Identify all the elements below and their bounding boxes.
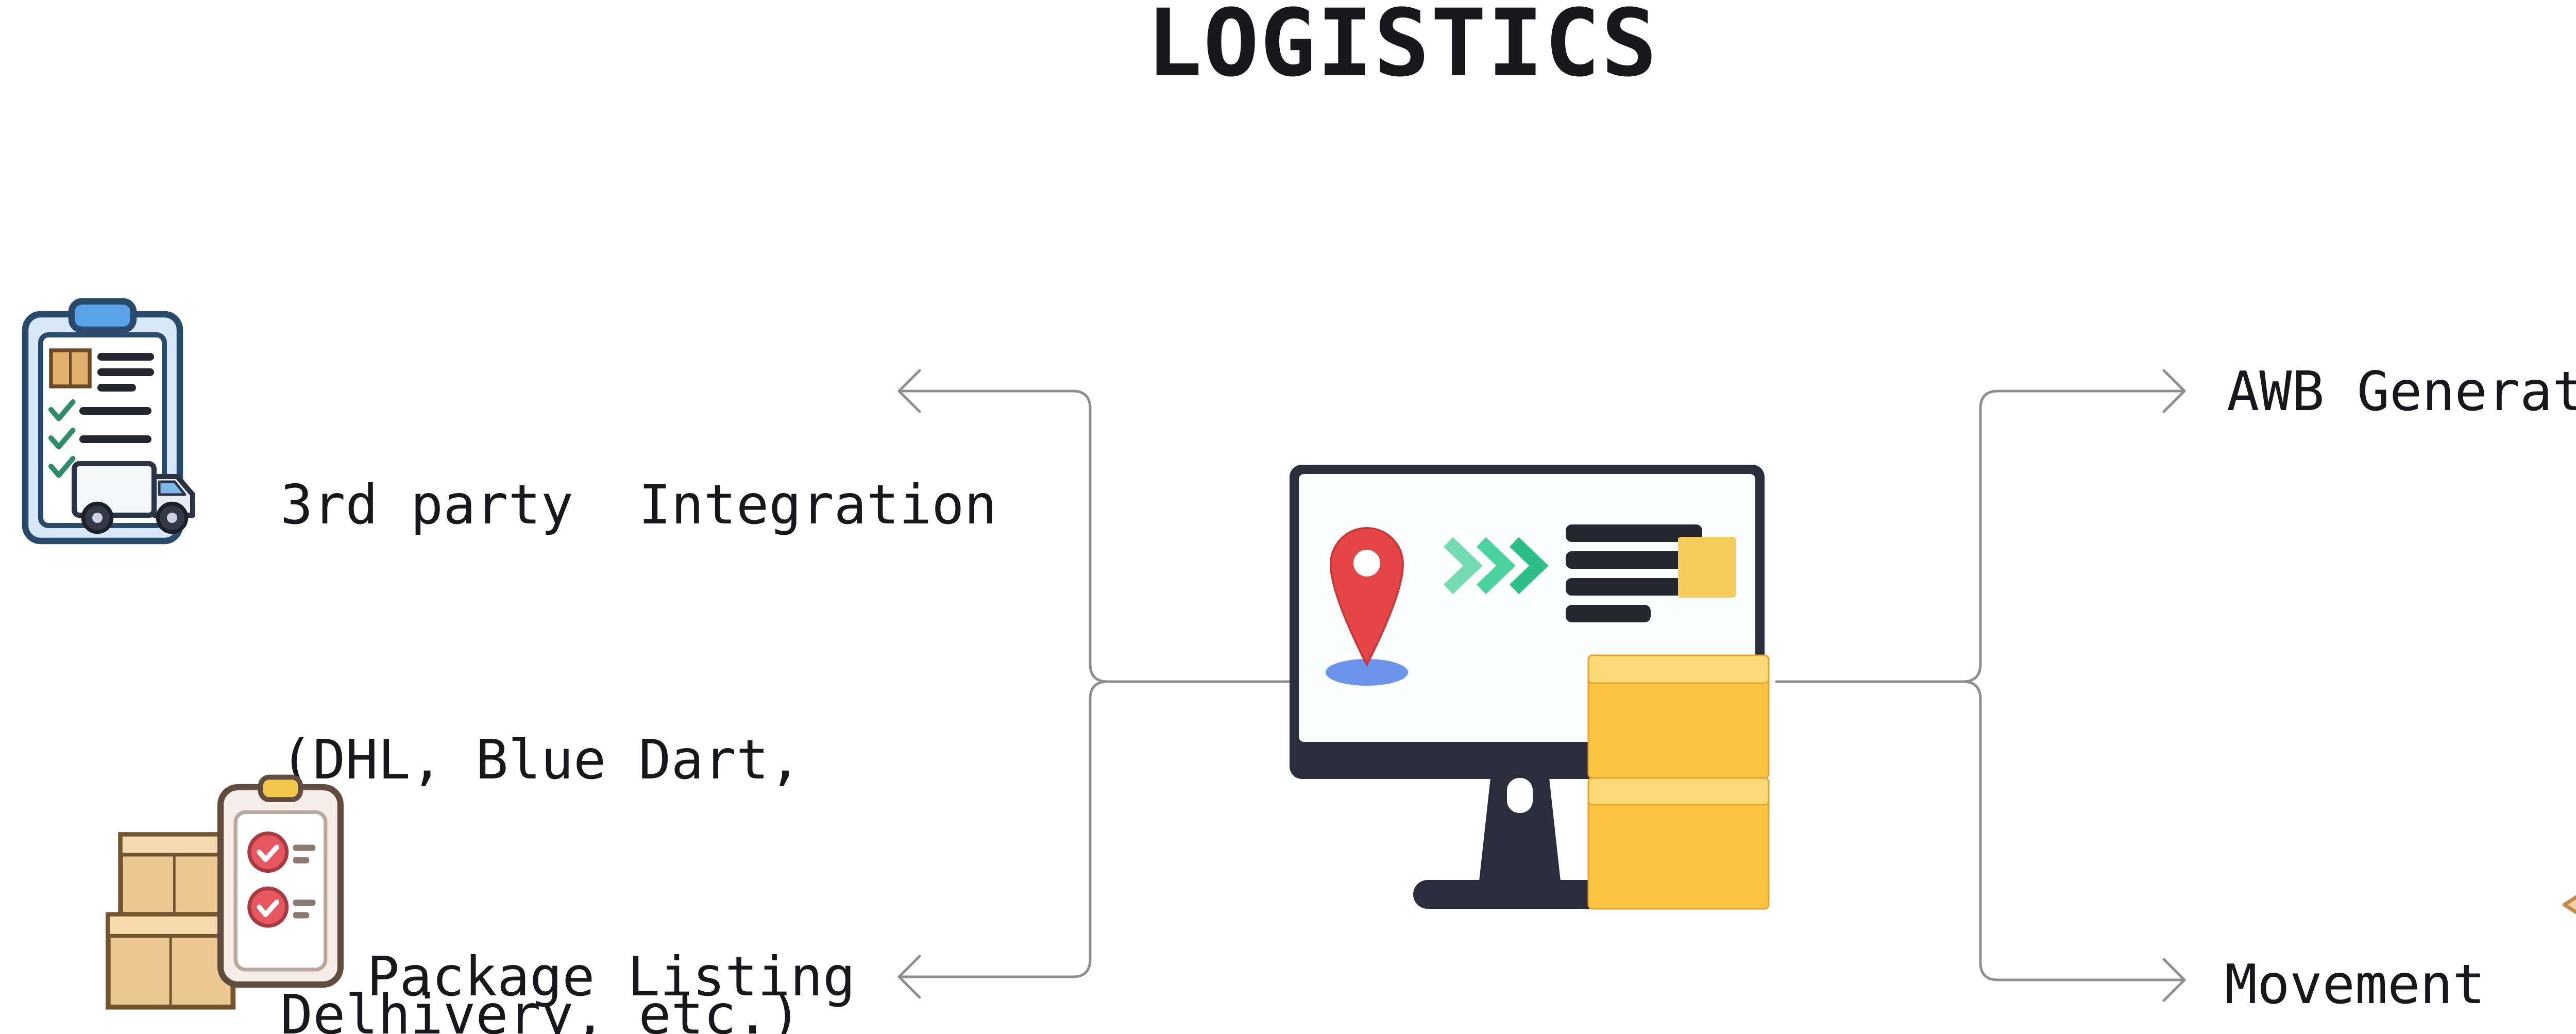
- movement-label: Movement: [2225, 953, 2485, 1016]
- label-line: Delhivery, etc.): [280, 984, 802, 1034]
- sticky-note-icon: [1678, 537, 1736, 598]
- location-pin-icon: [1329, 527, 1404, 667]
- arrowhead-movement: [2162, 958, 2186, 1002]
- packages-checklist-icon: [106, 774, 344, 1010]
- package-boxes-icon: [1587, 654, 1770, 910]
- connector-third-party: [897, 389, 1295, 683]
- connector-awb-generation: [1775, 389, 2186, 683]
- pin-shadow-ellipse: [1326, 659, 1408, 686]
- route-chevrons-icon: [1444, 537, 1549, 595]
- arrowhead-awb-generation: [2162, 369, 2186, 413]
- package-listing-label: Package Listing: [367, 945, 856, 1008]
- logistics-tracking-monitor-illustration: [1290, 465, 1770, 910]
- label-line: (DHL, Blue Dart,: [280, 728, 802, 791]
- diagram-title: LOGISTICS: [1146, 0, 1658, 97]
- clipboard-truck-icon: [22, 298, 195, 545]
- label-line: 3rd party Integration: [280, 473, 997, 536]
- third-party-integration-label: 3rd party Integration (DHL, Blue Dart, D…: [280, 293, 997, 1034]
- connector-movement: [1775, 680, 2186, 981]
- left-arrow: [2562, 895, 2576, 914]
- arrowhead-package-listing: [897, 955, 921, 999]
- arrowhead-third-party: [897, 369, 921, 413]
- awb-generation-label: AWB Generation: [2227, 360, 2576, 423]
- box-direction-arrows-icon: [2562, 895, 2576, 914]
- connector-package-listing: [897, 680, 1295, 978]
- monitor-stand: [1479, 778, 1561, 881]
- delivery-truck-icon: [72, 461, 195, 534]
- text-lines: [1566, 524, 1702, 622]
- monitor-base: [1413, 880, 1626, 909]
